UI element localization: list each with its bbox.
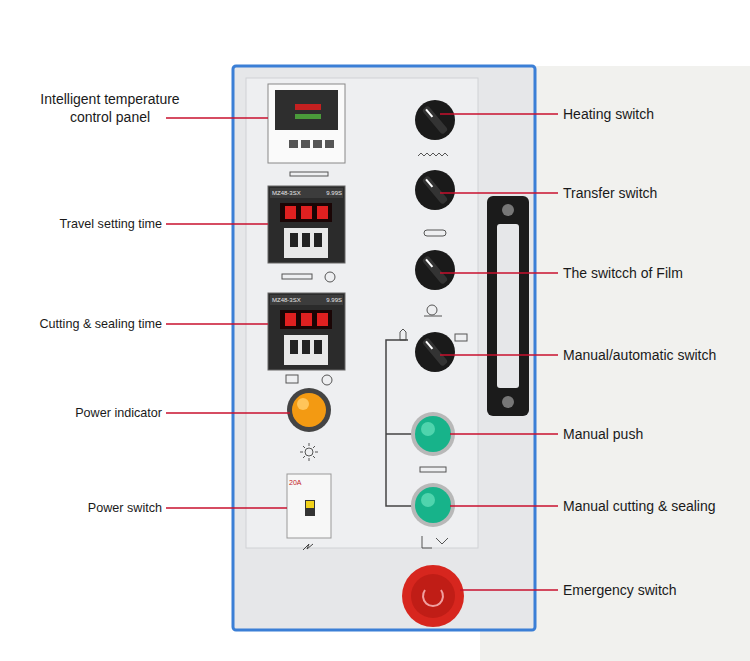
panel-frame	[233, 66, 535, 630]
callout-label: The switcch of Film	[563, 264, 743, 282]
bracket-line	[386, 340, 412, 506]
callout-label: Power switch	[0, 499, 162, 517]
emergency-button	[402, 565, 464, 627]
power-indicator-lamp	[287, 388, 331, 461]
model-text: MZ48-3SX	[272, 296, 312, 304]
callout-label: Power indicator	[0, 404, 162, 422]
temperature-controller	[268, 84, 345, 176]
power-breaker	[287, 474, 331, 550]
rating-text: 20A	[289, 478, 309, 487]
range-text: 9.99S	[318, 189, 342, 197]
callout-label: Transfer switch	[563, 184, 743, 202]
callout-label: Manual push	[563, 425, 743, 443]
push-buttons	[411, 412, 455, 548]
callout-label: Manual cutting & sealing	[563, 497, 745, 515]
model-text: MZ48-3SX	[272, 189, 312, 197]
door-handle	[487, 196, 529, 416]
callout-label: Heating switch	[563, 105, 743, 123]
range-text: 9.99S	[318, 296, 342, 304]
callout-label: Cutting & sealing time	[0, 315, 162, 333]
cutting-timer	[268, 293, 345, 385]
panel-plate	[246, 78, 478, 548]
callout-label: Travel setting time	[0, 215, 162, 233]
leader-lines	[166, 114, 558, 590]
rotary-switches	[400, 100, 467, 372]
callout-label: Emergency switch	[563, 581, 743, 599]
travel-timer	[268, 186, 345, 282]
callout-label: Intelligent temperature control panel	[22, 90, 198, 126]
callout-label: Manual/automatic switch	[563, 346, 745, 364]
